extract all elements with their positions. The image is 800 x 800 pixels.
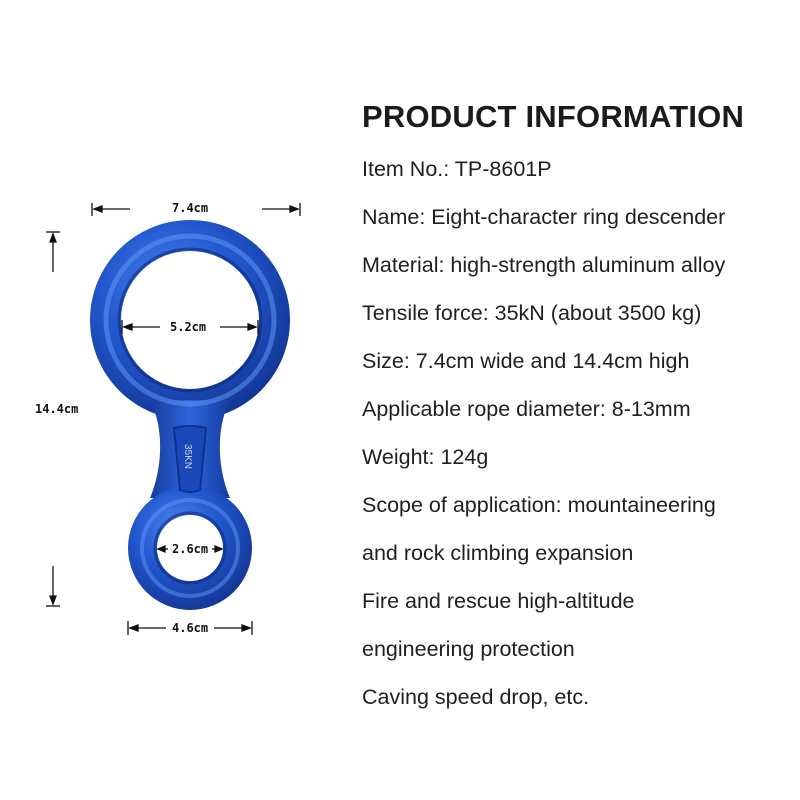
- info-rope-diameter: Applicable rope diameter: 8-13mm: [362, 397, 691, 421]
- dimension-small-ring-inner: 2.6cm: [172, 542, 209, 556]
- dimension-total-width: 7.4cm: [170, 201, 211, 215]
- info-material: Material: high-strength aluminum alloy: [362, 253, 726, 277]
- info-name: Name: Eight-character ring descender: [362, 205, 726, 229]
- info-size: Size: 7.4cm wide and 14.4cm high: [362, 349, 690, 373]
- product-info-title: PRODUCT INFORMATION: [362, 99, 745, 134]
- info-scope-line-2: and rock climbing expansion: [362, 541, 634, 565]
- dimension-total-height: 14.4cm: [33, 402, 81, 416]
- info-scope-line-3: Fire and rescue high-altitude: [362, 589, 635, 613]
- info-scope-line-5: Caving speed drop, etc.: [362, 685, 590, 709]
- figure-eight-descender-icon: 35KN: [46, 203, 301, 635]
- dimension-small-ring-outer: 4.6cm: [170, 621, 211, 635]
- info-weight: Weight: 124g: [362, 445, 489, 469]
- info-scope-line-4: engineering protection: [362, 637, 575, 661]
- product-figure: 35KN: [0, 0, 340, 800]
- info-tensile-force: Tensile force: 35kN (about 3500 kg): [362, 301, 702, 325]
- info-scope-line-1: Scope of application: mountaineering: [362, 493, 716, 517]
- dimension-large-ring-inner: 5.2cm: [168, 320, 209, 334]
- engraving-text: 35KN: [182, 444, 193, 469]
- info-item-number: Item No.: TP-8601P: [362, 157, 552, 181]
